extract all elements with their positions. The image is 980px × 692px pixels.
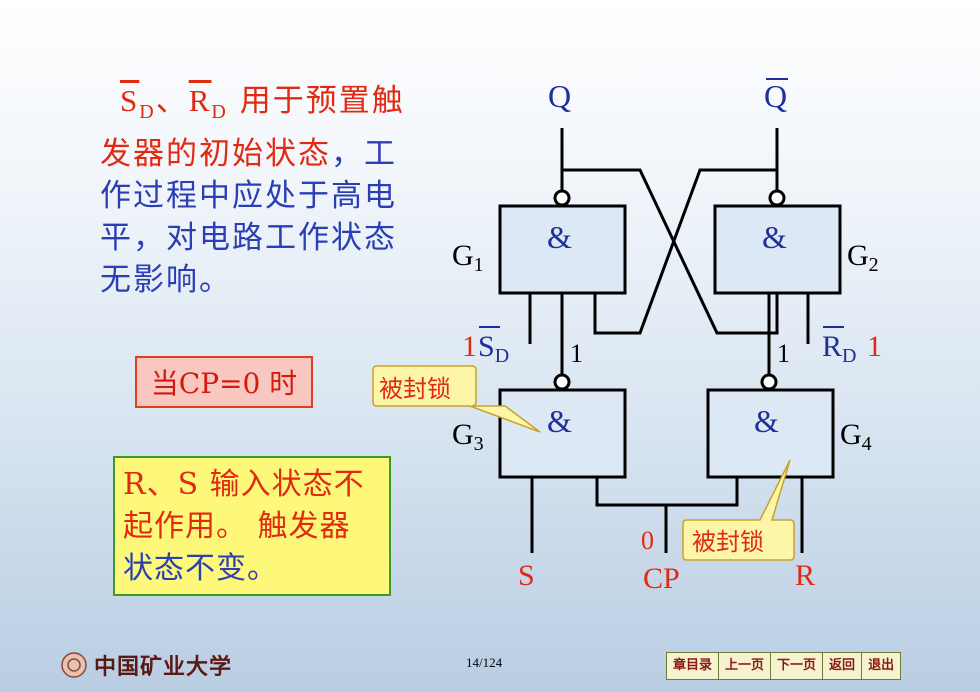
nav-next-page-button[interactable]: 下一页: [771, 653, 824, 679]
g2-label: G2: [847, 239, 879, 276]
note-line3: 状态不变。: [123, 551, 278, 586]
rd-label: R: [188, 83, 212, 118]
university-logo: 中国矿业大学: [60, 648, 232, 682]
cp-wire-g3: [595, 477, 739, 507]
callout-g4-shape: [682, 459, 795, 561]
rd-sub: D: [211, 101, 228, 124]
gate-g2: [713, 204, 842, 295]
g1-label: G1: [452, 239, 484, 276]
q-feedback-wire: [562, 168, 779, 335]
g4-bubble: [760, 373, 778, 391]
cp-zero-box: 当CP=0 时: [135, 356, 313, 408]
nav-exit-button[interactable]: 退出: [868, 658, 895, 673]
page-number: 14/124: [466, 655, 503, 670]
university-name: 中国矿业大学: [94, 654, 233, 680]
sd-sub: D: [139, 101, 156, 124]
g3-label: G3: [452, 418, 484, 455]
callout-g3-text: 被封锁: [379, 375, 451, 403]
desc-line5: 无影响。: [100, 262, 232, 299]
g1-and-symbol: &: [547, 219, 572, 255]
sd-label: S: [120, 83, 140, 118]
note-line1: R、S 输入状态不: [123, 467, 365, 502]
g1-g3-one-label: 1: [570, 339, 583, 368]
desc-line1-rest: 用于预置触: [227, 83, 405, 119]
g4-label: G4: [840, 418, 872, 455]
g2-and-symbol: &: [762, 219, 787, 255]
sd-input-label: SD: [478, 330, 509, 367]
emblem-icon: [61, 652, 87, 678]
cp-label: CP: [643, 562, 680, 595]
description-text: SD、RD 用于预置触 发器的初始状态，工 作过程中应处于高电 平，对电路工作状…: [100, 80, 430, 301]
rd-one-label: 1: [867, 330, 882, 363]
g3-bubble: [553, 373, 571, 391]
nav-prev-page-button[interactable]: 上一页: [719, 653, 772, 679]
g2-bubble: [768, 189, 786, 207]
desc-line4: 平，对电路工作状态: [100, 220, 397, 257]
nav-bar: 章目录 上一页 下一页 返回 退出: [666, 652, 902, 680]
nav-chapter-toc-button[interactable]: 章目录: [667, 653, 720, 679]
callout-g4-text: 被封锁: [692, 528, 764, 556]
separator: 、: [155, 83, 189, 119]
desc-line2-blue: ，工: [331, 136, 397, 173]
r-label: R: [795, 559, 815, 592]
g2-g4-one-label: 1: [777, 339, 790, 368]
g4-and-symbol: &: [754, 403, 779, 439]
desc-line3: 作过程中应处于高电: [100, 178, 397, 215]
q-label: Q: [548, 78, 571, 114]
s-label: S: [518, 559, 535, 592]
gate-g4: [706, 388, 835, 479]
desc-line2-red: 发器的初始状态: [100, 136, 331, 173]
sd-one-label: 1: [462, 330, 477, 363]
g1-bubble: [553, 189, 571, 207]
callout-g3-shape: [372, 365, 541, 433]
nav-back-button[interactable]: 返回: [823, 653, 863, 679]
note-box: R、S 输入状态不 起作用。 触发器 状态不变。: [113, 456, 391, 596]
gate-g3: [498, 388, 627, 479]
qbar-label: Q: [764, 78, 787, 114]
rd-input-label: RD: [822, 330, 856, 367]
qbar-feedback-wire: [593, 168, 777, 335]
cp-zero-label: 0: [641, 526, 654, 555]
note-line2: 起作用。 触发器: [123, 509, 351, 544]
g3-and-symbol: &: [547, 403, 572, 439]
